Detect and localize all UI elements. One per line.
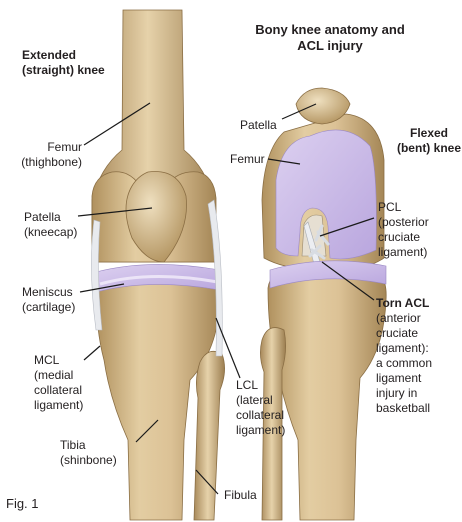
label-pcl-line3: cruciate [378, 230, 429, 245]
label-mcl-line4: ligament) [34, 398, 83, 413]
flexed-knee-heading-line1: Flexed [396, 126, 462, 141]
label-pcl-line2: (posterior [378, 215, 429, 230]
leader-mcl [84, 346, 100, 360]
label-torn-acl-line5: ligament [376, 371, 432, 386]
figure-title-line2: ACL injury [230, 38, 430, 54]
label-torn-acl-line1: (anterior [376, 311, 432, 326]
label-tibia-line2: (shinbone) [60, 453, 117, 468]
label-tibia: Tibia (shinbone) [60, 438, 117, 468]
flexed-knee-drawing [260, 88, 386, 520]
fibula-left-bone [194, 351, 225, 520]
label-mcl-line3: collateral [34, 383, 83, 398]
flexed-knee-heading-line2: (bent) knee [396, 141, 462, 156]
label-fibula: Fibula [224, 488, 257, 503]
label-torn-acl-title: Torn ACL [376, 296, 432, 311]
label-tibia-line1: Tibia [60, 438, 117, 453]
label-femur-left: Femur (thighbone) [4, 140, 82, 170]
figure-title-line1: Bony knee anatomy and [230, 22, 430, 38]
label-lcl-line4: ligament) [236, 423, 285, 438]
label-meniscus-line2: (cartilage) [22, 300, 75, 315]
extended-knee-heading-line1: Extended [22, 48, 105, 63]
label-patella-left-line1: Patella [24, 210, 77, 225]
label-lcl-line3: collateral [236, 408, 285, 423]
label-pcl-line4: ligament) [378, 245, 429, 260]
label-torn-acl-line6: injury in [376, 386, 432, 401]
extended-knee-heading: Extended (straight) knee [22, 48, 105, 78]
label-lcl-line2: (lateral [236, 393, 285, 408]
label-femur-left-line2: (thighbone) [4, 155, 82, 170]
label-meniscus-line1: Meniscus [22, 285, 75, 300]
label-mcl: MCL (medial collateral ligament) [34, 353, 83, 413]
label-patella-right: Patella [240, 118, 277, 133]
label-patella-right-line1: Patella [240, 118, 277, 133]
label-lcl: LCL (lateral collateral ligament) [236, 378, 285, 438]
label-pcl-line1: PCL [378, 200, 429, 215]
label-torn-acl-line2: cruciate [376, 326, 432, 341]
label-patella-left: Patella (kneecap) [24, 210, 77, 240]
flexed-knee-heading: Flexed (bent) knee [396, 126, 462, 156]
extended-knee-heading-line2: (straight) knee [22, 63, 105, 78]
label-meniscus: Meniscus (cartilage) [22, 285, 75, 315]
label-patella-left-line2: (kneecap) [24, 225, 77, 240]
label-torn-acl: Torn ACL (anterior cruciate ligament): a… [376, 296, 432, 416]
label-femur-right-line1: Femur [230, 152, 265, 167]
label-torn-acl-line7: basketball [376, 401, 432, 416]
figure-title: Bony knee anatomy and ACL injury [230, 22, 430, 54]
figure-caption: Fig. 1 [6, 496, 39, 511]
label-fibula-line1: Fibula [224, 488, 257, 503]
label-mcl-line1: MCL [34, 353, 83, 368]
label-femur-right: Femur [230, 152, 265, 167]
label-lcl-line1: LCL [236, 378, 285, 393]
label-femur-left-line1: Femur [4, 140, 82, 155]
label-torn-acl-line3: ligament): [376, 341, 432, 356]
label-torn-acl-line4: a common [376, 356, 432, 371]
label-mcl-line2: (medial [34, 368, 83, 383]
tibia-right-bone [268, 266, 386, 520]
label-pcl: PCL (posterior cruciate ligament) [378, 200, 429, 260]
